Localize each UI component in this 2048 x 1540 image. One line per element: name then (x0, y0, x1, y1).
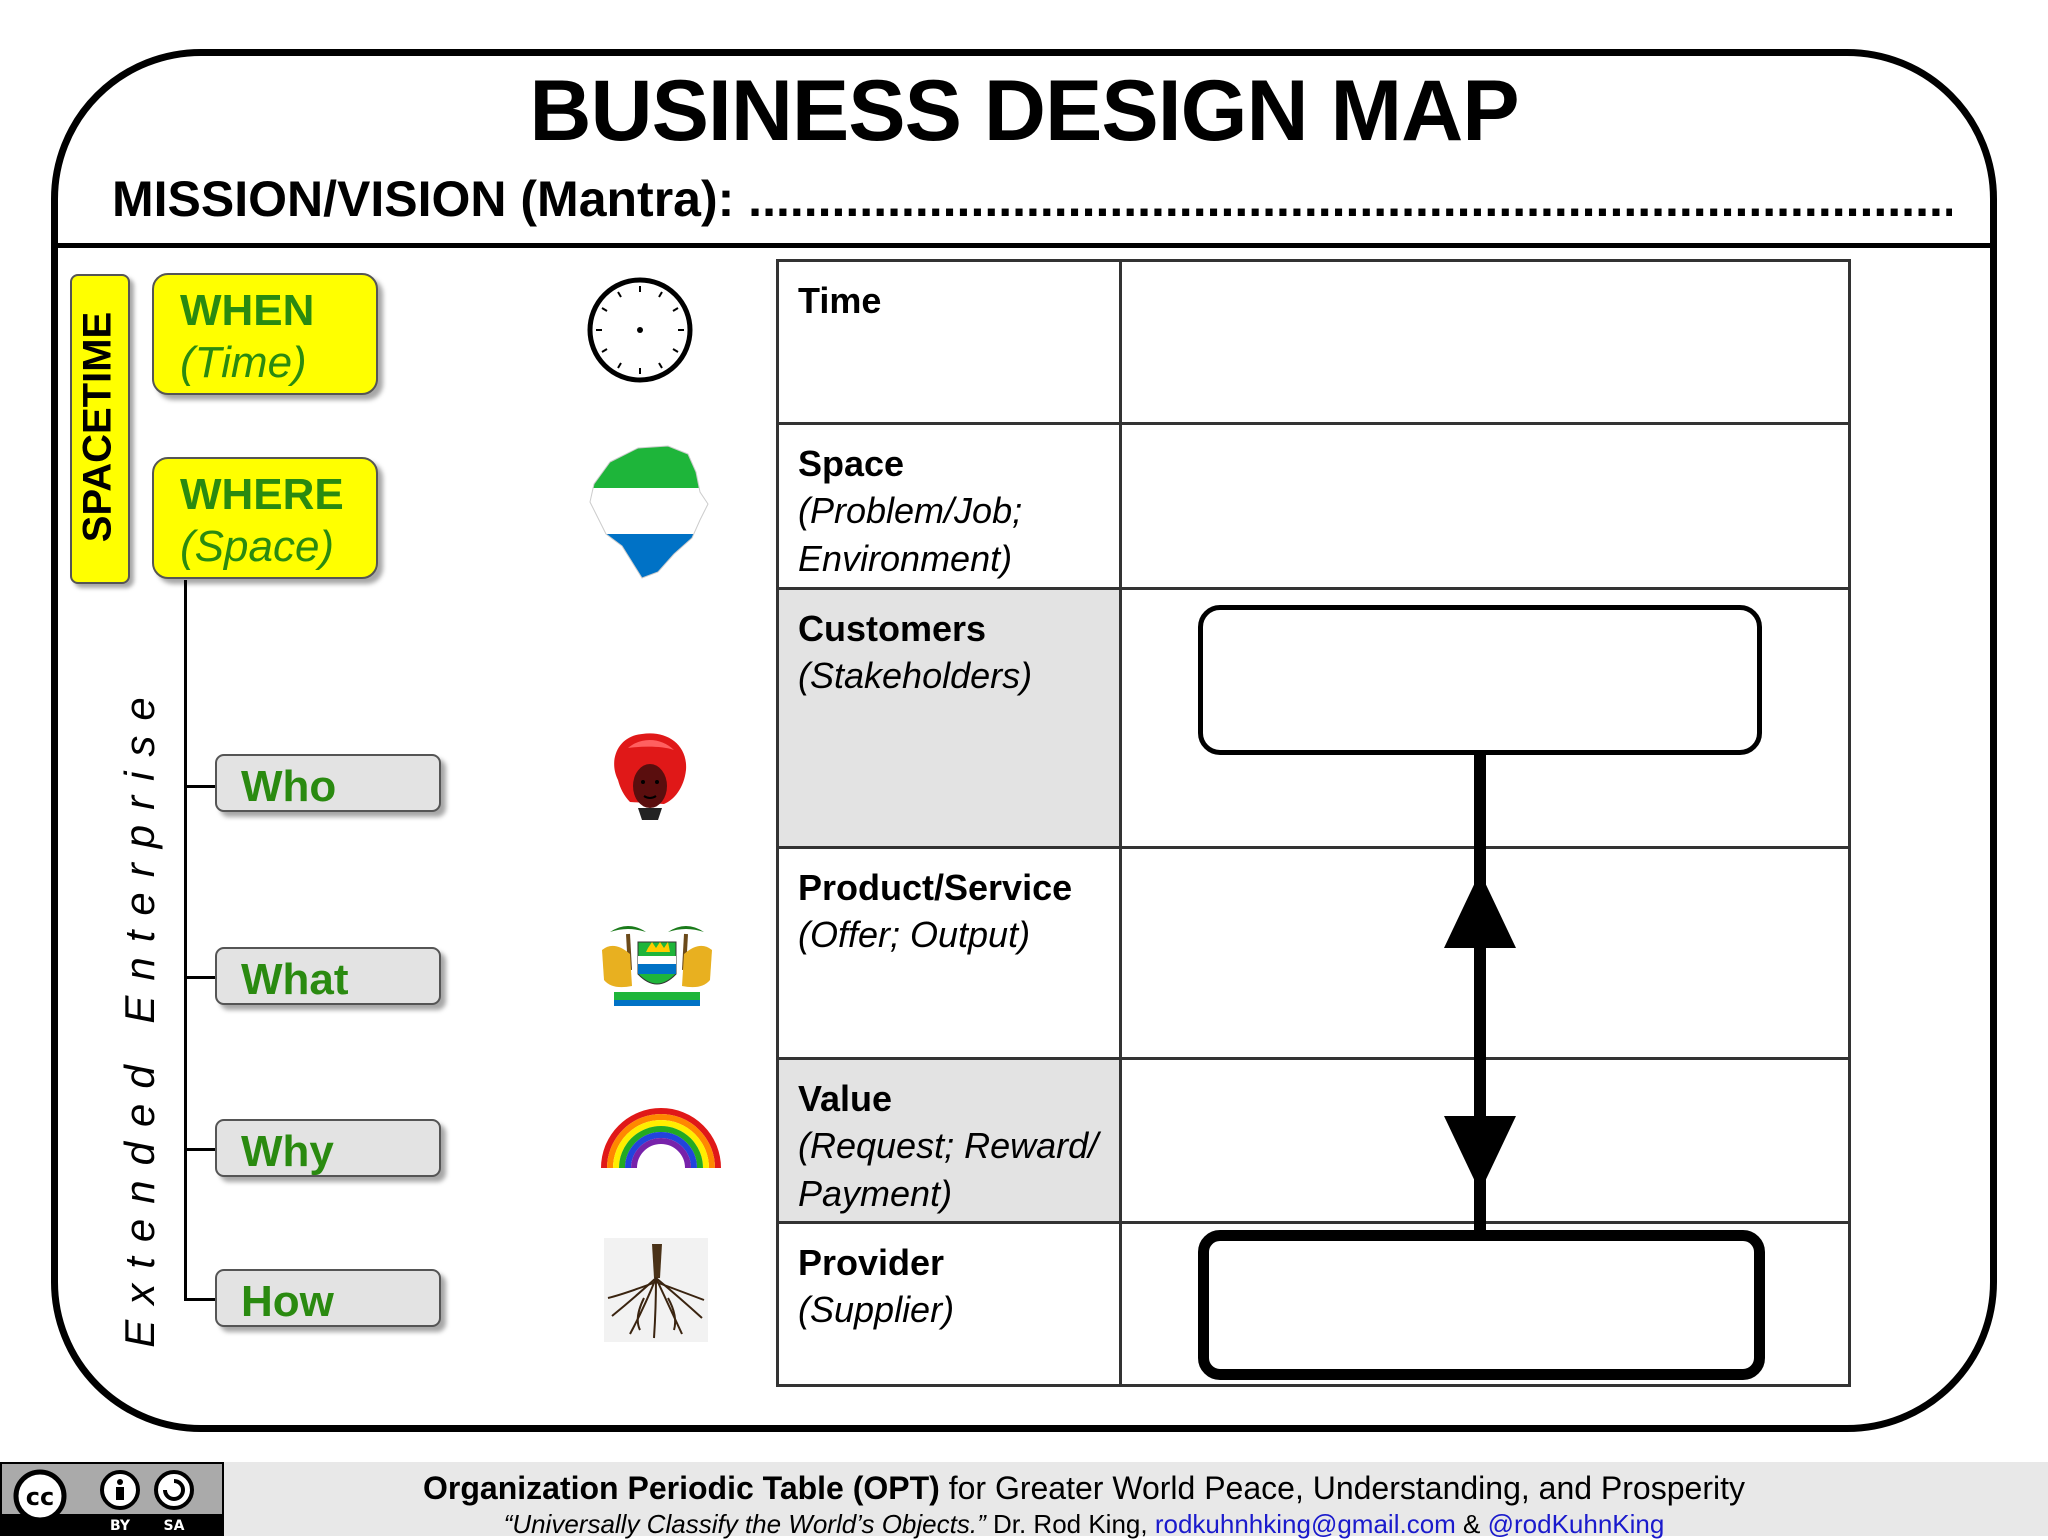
what-box: What (215, 947, 441, 1005)
footer-opt-title: Organization Periodic Table (OPT) (423, 1470, 940, 1506)
page-title: BUSINESS DESIGN MAP (529, 63, 1519, 159)
table-row-product-service: Product/Service (Offer; Output) (776, 849, 1121, 959)
tree-trunk (184, 580, 187, 1300)
mission-dots: ........................................… (748, 171, 1952, 227)
header-divider (56, 243, 1992, 248)
license-sa: SA (164, 1518, 185, 1534)
design-table (776, 259, 1851, 1387)
person-icon (614, 733, 687, 820)
spacetime-label: SPACETIME (75, 311, 120, 543)
table-row-time: Time (776, 262, 1121, 324)
provider-box (1198, 1230, 1765, 1380)
how-box: How (215, 1269, 441, 1327)
footer-line-1: Organization Periodic Table (OPT) for Gr… (0, 1470, 2048, 1507)
tree-branch-who (184, 785, 215, 788)
when-sub: (Time) (180, 338, 307, 387)
mission-label: MISSION/VISION (Mantra): (112, 171, 749, 227)
table-column-divider (1119, 259, 1122, 1387)
cc-license-badge: cc BY SA (0, 1462, 224, 1536)
where-box: WHERE (Space) (152, 457, 378, 579)
extended-enterprise-label: Extended Enterprise (116, 682, 163, 1348)
svg-text:cc: cc (26, 1483, 54, 1511)
row-sub: Environment) (798, 538, 1013, 579)
row-divider (776, 1057, 1851, 1060)
row-divider (776, 422, 1851, 425)
spacetime-box (70, 274, 130, 584)
tree-branch-what (184, 976, 215, 979)
row-heading: Value (798, 1078, 893, 1119)
row-heading: Time (798, 280, 882, 321)
footer-tagline: for Greater World Peace, Understanding, … (939, 1470, 1745, 1506)
customers-box (1198, 605, 1762, 755)
footer-email-link[interactable]: rodkuhnhking@gmail.com (1154, 1509, 1456, 1539)
tree-branch-why (184, 1148, 215, 1151)
when-heading: WHEN (180, 286, 315, 335)
cc-icon: cc BY SA (2, 1464, 222, 1534)
tree-branch-how (184, 1298, 215, 1301)
row-divider (776, 587, 1851, 590)
row-sub: (Offer; Output) (798, 914, 1031, 955)
when-box: WHEN (Time) (152, 273, 378, 395)
row-sub: (Stakeholders) (798, 655, 1033, 696)
roots-icon (604, 1238, 708, 1342)
table-row-customers: Customers (Stakeholders) (776, 590, 1121, 700)
coat-of-arms-icon (602, 926, 712, 1006)
map-frame (51, 49, 1997, 1432)
footer-author: Dr. Rod King, (985, 1509, 1155, 1539)
row-heading: Provider (798, 1242, 945, 1283)
row-divider (776, 1221, 1851, 1224)
map-icon (589, 445, 709, 579)
customers-shade (779, 590, 1121, 847)
table-row-provider: Provider (Supplier) (776, 1224, 1121, 1334)
clock-icon (587, 277, 693, 383)
footer-amp: & (1455, 1509, 1488, 1539)
table-row-space: Space (Problem/Job; Environment) (776, 425, 1121, 583)
row-sub: Payment) (798, 1173, 953, 1214)
row-sub: (Problem/Job; (798, 490, 1023, 531)
footer-handle-link[interactable]: @rodKuhnKing (1487, 1509, 1665, 1539)
rainbow-icon (601, 1108, 721, 1169)
row-heading: Space (798, 443, 905, 484)
row-heading: Product/Service (798, 867, 1073, 908)
row-heading: Customers (798, 608, 987, 649)
row-sub: (Supplier) (798, 1289, 955, 1330)
footer-line-2: “Universally Classify the World’s Object… (0, 1509, 2048, 1540)
why-box: Why (215, 1119, 441, 1177)
double-arrow-icon (1444, 752, 1516, 1232)
table-row-value: Value (Request; Reward/ Payment) (776, 1060, 1121, 1218)
license-by: BY (110, 1518, 131, 1534)
footer-quote: “Universally Classify the World’s Object… (503, 1509, 986, 1539)
mission-vision-line: MISSION/VISION (Mantra): ...............… (112, 170, 1952, 228)
who-box: Who (215, 754, 441, 812)
value-shade (779, 1060, 1121, 1221)
row-divider (776, 846, 1851, 849)
where-heading: WHERE (180, 470, 344, 519)
where-sub: (Space) (180, 522, 335, 571)
row-sub: (Request; Reward/ (798, 1125, 1099, 1166)
footer (0, 1462, 2048, 1536)
